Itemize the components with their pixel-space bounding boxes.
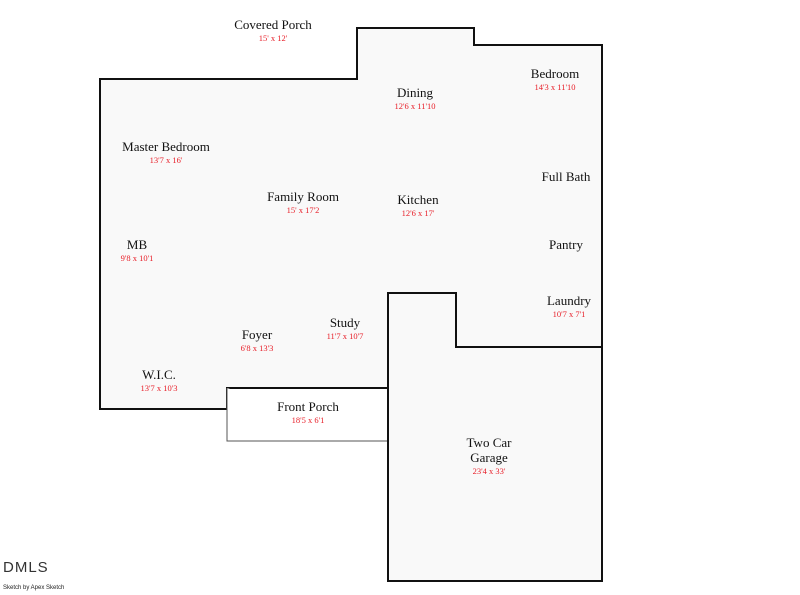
room-wic: W.I.C. 13'7 x 10'3 — [140, 367, 177, 394]
room-dimension: 18'5 x 6'1 — [291, 415, 325, 425]
room-name: Full Bath — [541, 169, 591, 184]
room-name-line1: Two Car — [466, 435, 512, 450]
room-foyer: Foyer 6'8 x 13'3 — [241, 327, 274, 354]
room-front-porch: Front Porch 18'5 x 6'1 — [277, 399, 339, 426]
room-dimension: 23'4 x 33' — [472, 466, 506, 476]
room-name: MB — [126, 237, 148, 252]
room-dining: Dining 12'6 x 11'10 — [395, 85, 436, 112]
room-name: Study — [329, 315, 361, 330]
room-dimension: 13'7 x 16' — [149, 155, 183, 165]
room-study: Study 11'7 x 10'7 — [327, 315, 364, 342]
room-pantry: Pantry — [549, 237, 583, 252]
room-dimension: 13'7 x 10'3 — [140, 383, 178, 393]
room-name: Covered Porch — [234, 17, 312, 32]
room-dimension: 12'6 x 17' — [401, 208, 435, 218]
room-dimension: 9'8 x 10'1 — [120, 253, 154, 263]
room-name: Laundry — [546, 293, 592, 308]
room-kitchen: Kitchen 12'6 x 17' — [397, 192, 438, 219]
room-name: Foyer — [241, 327, 273, 342]
room-family-room: Family Room 15' x 17'2 — [267, 189, 339, 216]
room-name: Dining — [396, 85, 434, 100]
room-name: Front Porch — [277, 399, 339, 414]
room-name: Family Room — [267, 189, 339, 204]
front-porch-outline — [226, 388, 388, 442]
room-full-bath: Full Bath — [542, 169, 591, 184]
room-covered-porch: Covered Porch 15' x 12' — [234, 17, 312, 44]
room-name: Master Bedroom — [122, 139, 210, 154]
room-dimension: 14'3 x 11'10 — [534, 82, 576, 92]
room-name: Kitchen — [397, 192, 439, 207]
room-dimension: 12'6 x 11'10 — [394, 101, 436, 111]
room-name: Pantry — [549, 237, 583, 252]
garage-outline — [387, 292, 603, 582]
dmls-logo: DMLS — [3, 559, 49, 576]
room-mb: MB 9'8 x 10'1 — [121, 237, 154, 264]
room-dimension: 11'7 x 10'7 — [326, 331, 364, 341]
sketch-credit: Sketch by Apex Sketch — [3, 585, 65, 591]
room-dimension: 15' x 17'2 — [286, 205, 320, 215]
room-dimension: 6'8 x 13'3 — [240, 343, 274, 353]
room-laundry: Laundry 10'7 x 7'1 — [547, 293, 591, 320]
room-name-line2: Garage — [470, 450, 508, 465]
room-two-car-garage: Two Car Garage 23'4 x 33' — [467, 435, 512, 477]
room-name: Bedroom — [530, 66, 580, 81]
room-name: W.I.C. — [142, 367, 176, 382]
room-master-bedroom: Master Bedroom 13'7 x 16' — [122, 139, 210, 166]
room-dimension: 15' x 12' — [258, 33, 288, 43]
room-bedroom: Bedroom 14'3 x 11'10 — [531, 66, 579, 93]
room-dimension: 10'7 x 7'1 — [552, 309, 586, 319]
